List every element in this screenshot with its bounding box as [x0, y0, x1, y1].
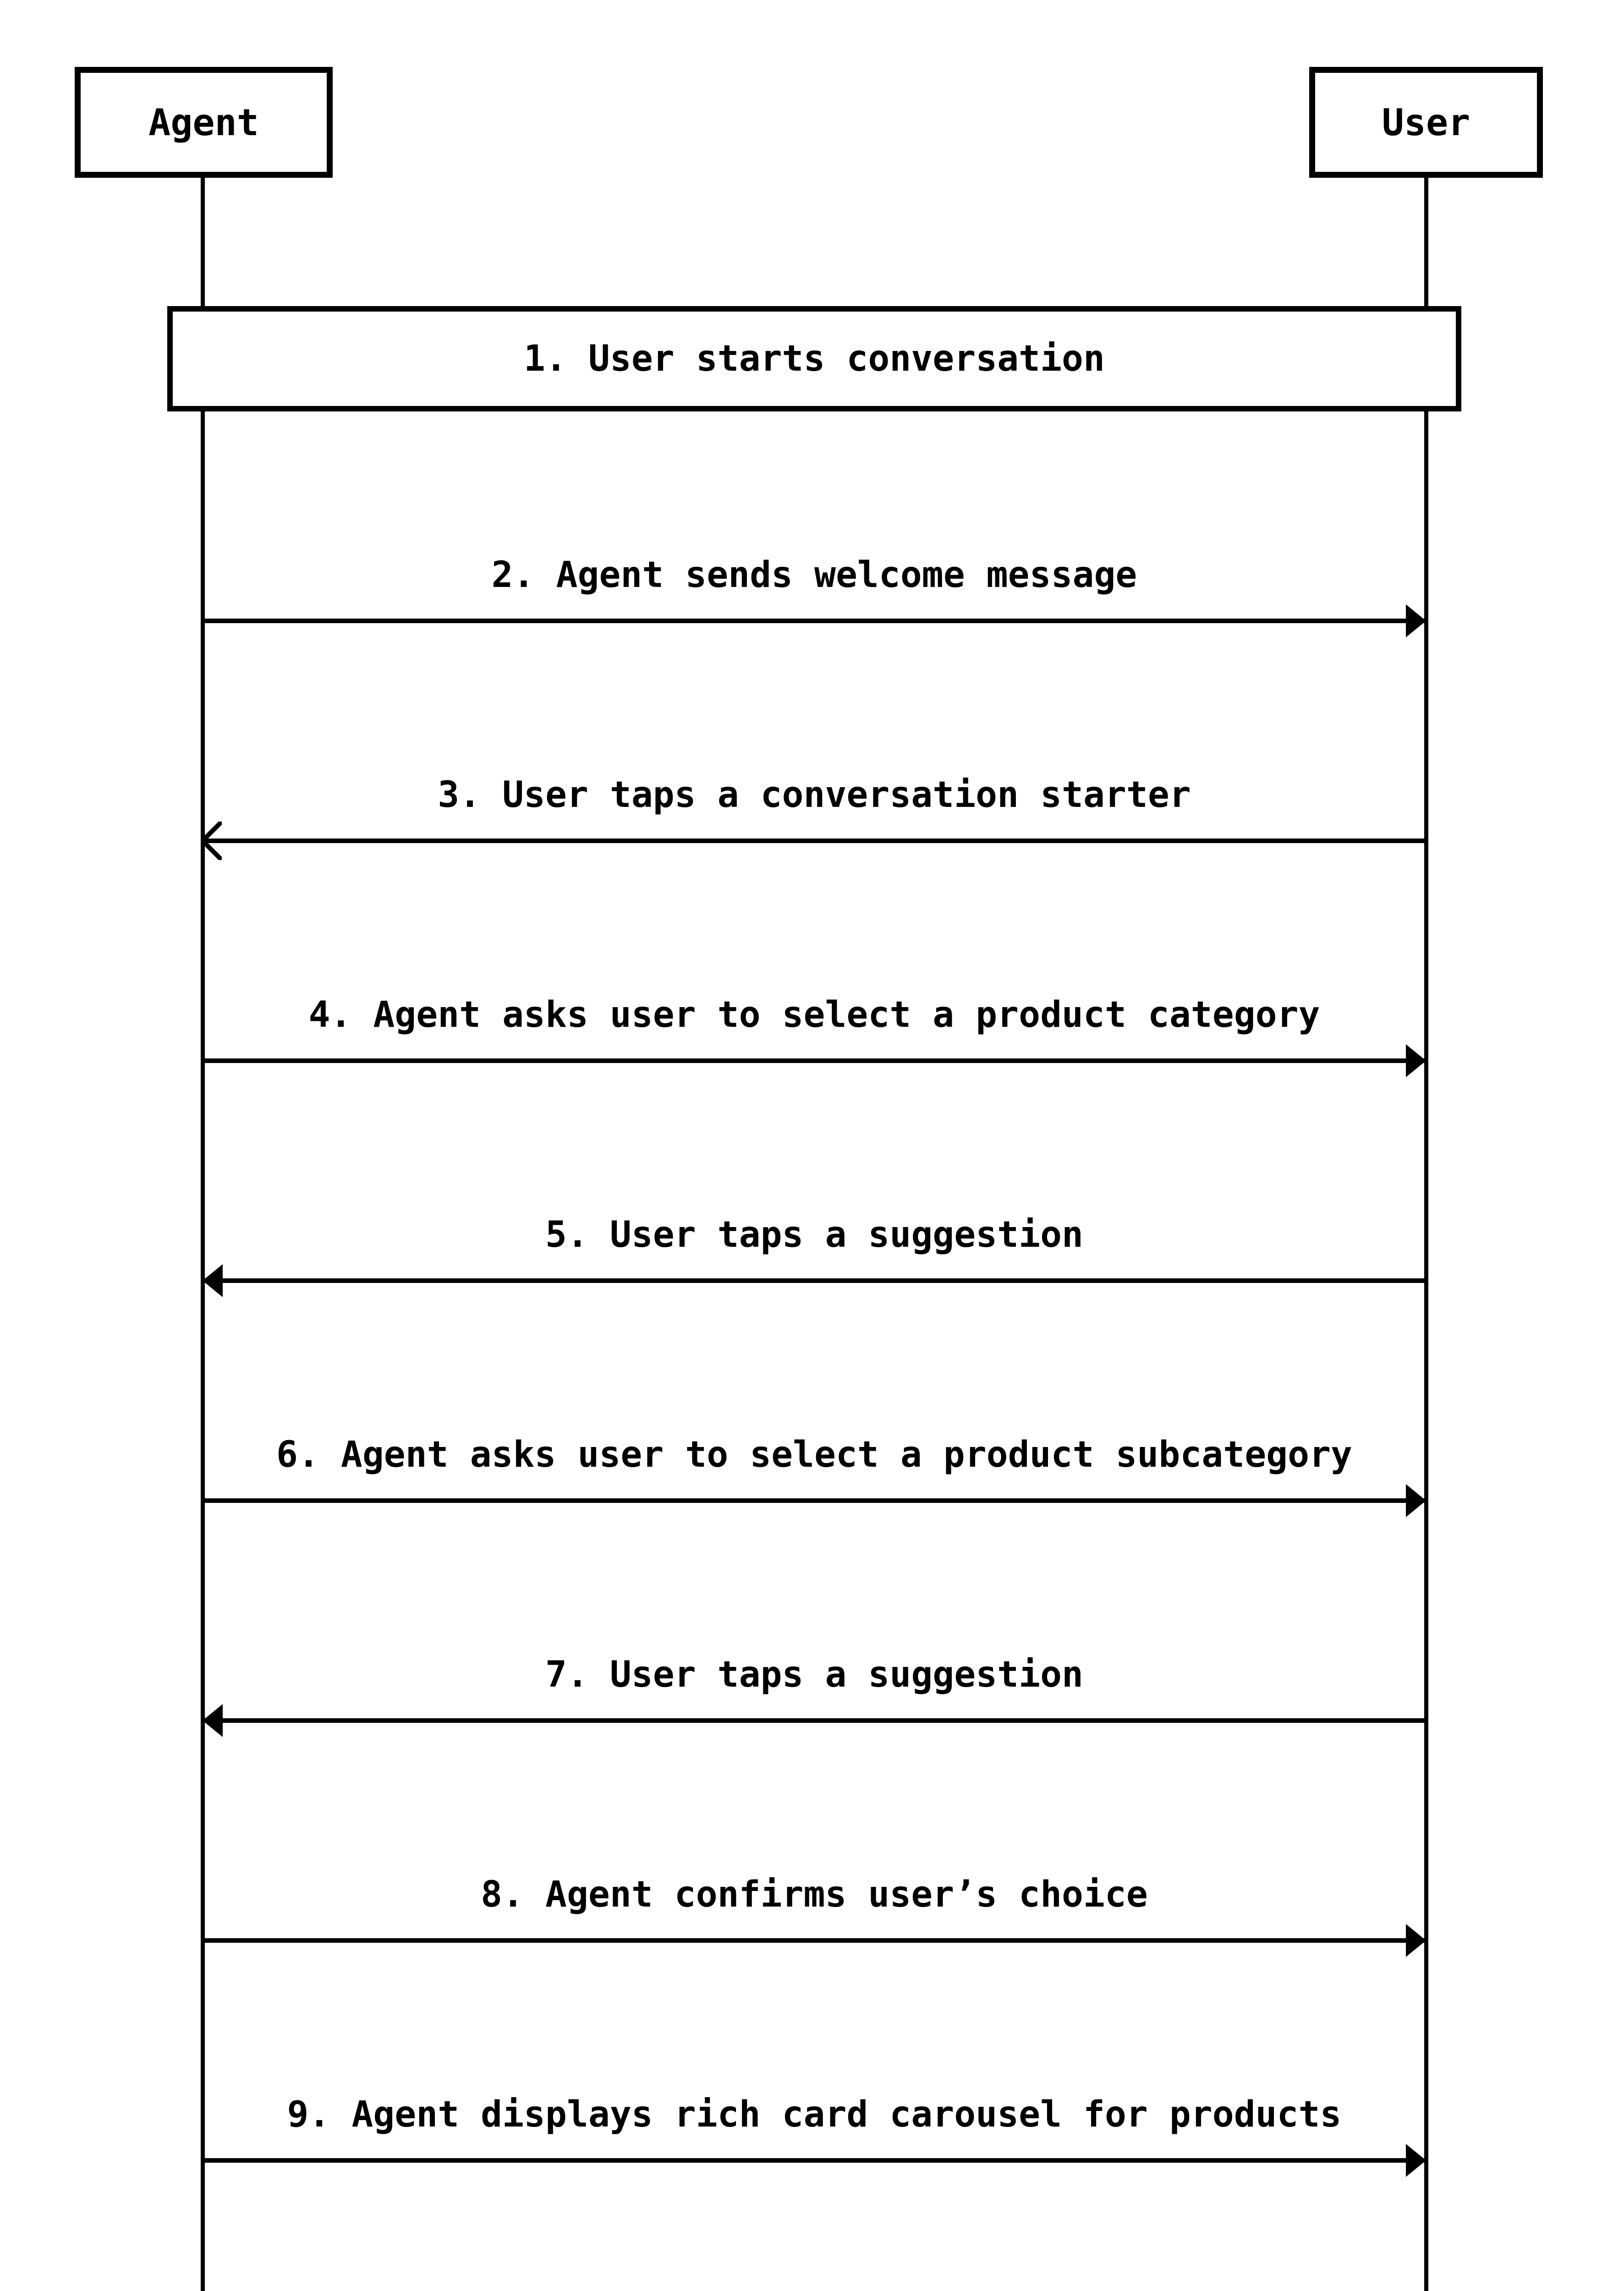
participant-user-top-label: User [1382, 101, 1470, 144]
filled-arrowhead-icon [1406, 604, 1426, 637]
message-line [203, 1058, 1426, 1063]
message-label: 5. User taps a suggestion [545, 1214, 1083, 1255]
message-line [203, 1498, 1426, 1503]
message-line [203, 1718, 1426, 1723]
participant-user-top-box: User [1309, 67, 1543, 178]
message-label: 8. Agent confirms user’s choice [481, 1874, 1148, 1915]
message-label: 4. Agent asks user to select a product c… [308, 994, 1320, 1036]
message-line [203, 839, 1426, 843]
message-label: 9. Agent displays rich card carousel for… [287, 2094, 1342, 2135]
filled-arrowhead-icon [1406, 1484, 1426, 1517]
filled-arrowhead-icon [203, 1264, 223, 1297]
note-box: 1. User starts conversation [167, 306, 1461, 411]
message-label: 2. Agent sends welcome message [491, 554, 1137, 596]
note-label: 1. User starts conversation [524, 338, 1105, 379]
message-line [203, 2158, 1426, 2163]
message-line [203, 619, 1426, 623]
user-lifeline [1424, 178, 1428, 2291]
open-arrowhead-icon [201, 822, 222, 860]
filled-arrowhead-icon [1406, 2144, 1426, 2177]
message-label: 3. User taps a conversation starter [438, 774, 1191, 816]
filled-arrowhead-icon [1406, 1924, 1426, 1957]
message-line [203, 1938, 1426, 1943]
participant-agent-top-label: Agent [148, 101, 259, 144]
message-label: 6. Agent asks user to select a product s… [276, 1434, 1352, 1475]
filled-arrowhead-icon [1406, 1044, 1426, 1077]
message-label: 7. User taps a suggestion [545, 1654, 1083, 1695]
agent-lifeline [201, 178, 205, 2291]
participant-agent-top-box: Agent [75, 67, 333, 178]
filled-arrowhead-icon [203, 1704, 223, 1737]
message-line [203, 1278, 1426, 1283]
